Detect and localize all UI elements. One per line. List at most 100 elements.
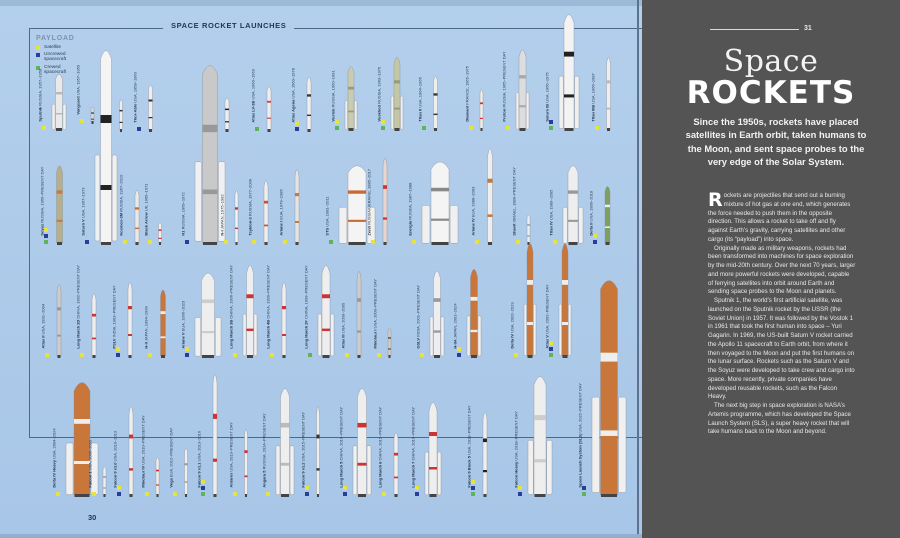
payload-marker-icon [44,234,48,238]
payload-marker-icon [185,353,189,357]
payload-marker-icon [471,486,475,490]
payload-marker-icon [145,492,149,496]
rocket-label: Energia RUSSIA, 1987–1988 [407,182,413,236]
payload-marker-icon [295,127,299,131]
rocket-illustration [65,382,99,497]
rocket-illustration [242,265,258,358]
rocket-label: Long March 6 CHINA, 2015–PRESENT DAY [377,406,383,488]
rocket-label: Delta II USA, 1989–2018 [588,190,594,236]
payload-marker-icon [593,240,597,244]
rocket-illustration [352,388,372,497]
rocket-illustration [194,65,226,245]
rocket-label: Proton RUSSIA, 1965–PRESENT DAY [501,51,507,122]
legend-title: PAYLOAD [36,35,75,42]
header-rule [710,29,799,30]
rocket-illustration [160,289,166,358]
rocket-illustration [127,282,133,358]
rocket-label: Atlas LV-3B USA, 1960–1963 [250,69,256,123]
rocket-label: Sputnik RUSSIA, 1957–1958 [37,68,43,122]
rocket-illustration [558,14,580,131]
rocket-label: Vanguard USA, 1957–1959 [75,64,81,115]
payload-marker-icon [283,240,287,244]
rocket-illustration [390,57,404,131]
rocket-label: Vega EUA, 2012–PRESENT DAY [168,427,174,488]
page-edge [0,534,642,538]
rocket-illustration [562,165,584,245]
payload-marker-icon [381,120,385,124]
rocket-label: STS USA, 1981–2011 [324,196,330,236]
payload-legend: PAYLOAD Satellite Uncrewed spacecraft Cr… [36,35,75,77]
page-edge [0,0,642,6]
drop-cap: R [708,189,723,211]
rocket-illustration [317,265,335,358]
rocket-illustration [424,402,442,497]
payload-marker-icon [377,353,381,357]
payload-marker-icon [201,480,205,484]
payload-marker-icon [44,228,48,232]
rocket-illustration [421,161,459,245]
rocket-label: Minotaur I USA, 2000–PRESENT DAY [372,278,378,349]
rocket-illustration [433,76,438,131]
payload-marker-icon [469,126,473,130]
rocket-label: Saturn IB USA, 1966–1975 [544,72,550,122]
payload-marker-icon [343,486,347,490]
title-line-1: Space [723,44,819,79]
payload-marker-icon [471,480,475,484]
rocket-illustration [119,99,123,132]
rocket-illustration [479,89,484,131]
payload-marker-icon [305,486,309,490]
payload-marker-icon [116,347,120,351]
payload-marker-icon [308,353,312,357]
rocket-illustration [263,180,269,245]
rocket-illustration [51,74,67,131]
payload-marker-icon [549,353,553,357]
rocket-illustration [338,165,376,245]
rocket-illustration [244,428,248,497]
payload-marker-icon [185,347,189,351]
payload-marker-icon [506,126,510,130]
payload-marker-icon [255,127,259,131]
rocket-illustration [102,466,107,497]
rocket-label: Atlas III USA, 2000–2005 [340,302,346,349]
rocket-label: Atlas V USA, 2002–PRESENT DAY [544,284,550,349]
payload-marker-icon [516,240,520,244]
rocket-illustration [184,447,188,497]
payload-marker-icon [80,119,84,123]
rocket-illustration [91,293,97,358]
rocket-label: Long March 4B CHINA, 1999–PRESENT DAY [265,264,271,349]
rocket-illustration [558,243,572,358]
rocket-label: Thor-Able USA, 1958–1960 [132,72,138,123]
section-title: SPACE ROCKET LAUNCHES [163,21,295,30]
rocket-illustration [275,388,295,497]
payload-marker-icon [42,126,46,130]
rocket-label: Saturn V USA, 1967–1973 [80,187,86,236]
payload-marker-icon [549,341,553,345]
payload-marker-icon [593,234,597,238]
legend-item-uncrewed: Uncrewed spacecraft [36,52,75,62]
payload-marker-icon [343,492,347,496]
rocket-illustration [56,284,62,358]
body-paragraph: Sputnik 1, the world’s first artificial … [708,297,855,401]
payload-marker-icon [201,486,205,490]
rocket-illustration [466,269,482,358]
rocket-label: Space Launch System (SLS) USA, 2022–PRES… [577,383,583,488]
satellite-swatch-icon [36,46,40,50]
rocket-illustration [128,406,134,497]
rocket-illustration [356,270,362,358]
rocket-label: Falcon 9 v1.2 USA, 2015–PRESENT DAY [300,411,306,488]
payload-marker-icon [382,492,386,496]
rocket-label: Antares USA, 2013–PRESENT DAY [228,422,234,488]
payload-marker-icon [475,240,479,244]
rocket-illustration [281,282,287,358]
rocket-label: Atlas Agena USA, 1960–1978 [290,68,296,123]
payload-marker-icon [415,492,419,496]
rocket-label: Atlas II USA, 1991–2004 [40,303,46,349]
page-gutter [637,0,639,538]
payload-marker-icon [266,492,270,496]
rocket-label: Soyuz RUSSIA, 1966–PRESENT DAY [39,166,45,236]
rocket-illustration [429,270,445,358]
right-page: 31 Space ROCKETS Since the 1950s, rocket… [642,0,900,538]
rocket-illustration [382,157,388,245]
rocket-label: Diamant FRANCE, 1965–1975 [464,65,470,122]
